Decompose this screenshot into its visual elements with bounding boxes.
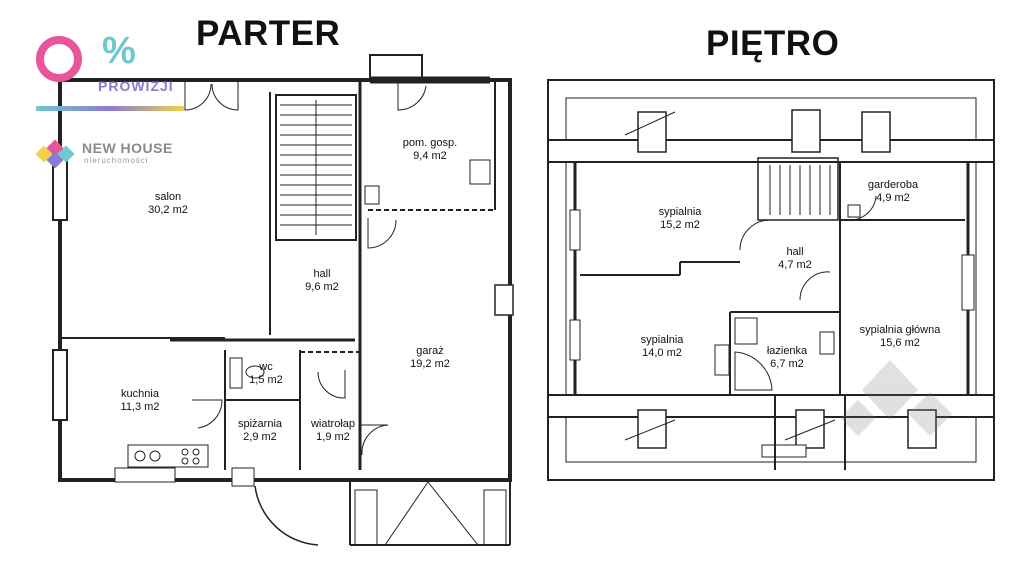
room-area-sypialnia-g-wna: 15,6 m2 xyxy=(880,337,920,349)
chimney-bump xyxy=(369,54,423,81)
room-area-pom-gosp-: 9,4 m2 xyxy=(413,150,447,162)
roof-outline xyxy=(547,79,995,481)
room-name--azienka: łazienka xyxy=(767,345,808,357)
window xyxy=(52,349,68,421)
ground-floor-heading: PARTER xyxy=(196,14,341,53)
room-name-garderoba: garderoba xyxy=(868,179,919,191)
watermark-logo xyxy=(840,360,952,436)
agency-name: NEW HOUSE xyxy=(82,140,173,156)
room-name-kuchnia: kuchnia xyxy=(121,388,160,400)
room-name-wiatro-ap: wiatrołap xyxy=(310,418,355,430)
room-name-pom-gosp-: pom. gosp. xyxy=(403,137,457,149)
ground-outer-wall xyxy=(58,78,512,482)
room-name-sypialnia: sypialnia xyxy=(641,334,685,346)
agency-tagline: nieruchomości xyxy=(84,156,149,165)
staircase xyxy=(275,94,357,241)
room-area-sypialnia: 14,0 m2 xyxy=(642,347,682,359)
room-area-salon: 30,2 m2 xyxy=(148,204,188,216)
room-area-wc: 1,5 m2 xyxy=(249,374,283,386)
promo-badge: % PROWIZJI xyxy=(36,30,186,126)
room-name-sypialnia: sypialnia xyxy=(659,206,703,218)
room-area-hall: 9,6 m2 xyxy=(305,281,339,293)
room-name-sypialnia-g-wna: sypialnia główna xyxy=(860,324,942,336)
promo-text: PROWIZJI xyxy=(98,78,174,94)
room-area-kuchnia: 11,3 m2 xyxy=(121,401,160,413)
window xyxy=(494,284,514,316)
room-name-hall: hall xyxy=(313,268,330,280)
room-area-wiatro-ap: 1,9 m2 xyxy=(316,431,350,443)
room-name-spi-arnia: spiżarnia xyxy=(238,418,283,430)
promo-underline xyxy=(36,106,184,111)
room-area-garderoba: 4,9 m2 xyxy=(876,192,910,204)
zero-ring-icon xyxy=(36,36,82,82)
room-area-spi-arnia: 2,9 m2 xyxy=(243,431,277,443)
room-name-hall: hall xyxy=(786,246,803,258)
upper-floor-plan xyxy=(547,79,995,481)
room-name-wc: wc xyxy=(258,361,273,373)
agency-logo: NEW HOUSE nieruchomości xyxy=(35,138,198,169)
room-name-gara-: garaż xyxy=(416,345,444,357)
room-name-salon: salon xyxy=(155,191,181,203)
upper-floor-heading: PIĘTRO xyxy=(706,24,840,63)
room-area--azienka: 6,7 m2 xyxy=(770,358,804,370)
room-area-gara-: 19,2 m2 xyxy=(410,358,450,370)
cubes-icon xyxy=(35,139,75,169)
room-area-hall: 4,7 m2 xyxy=(778,259,812,271)
promo-percent: % xyxy=(102,30,136,72)
ground-floor-plan xyxy=(52,54,514,546)
room-area-sypialnia: 15,2 m2 xyxy=(660,219,700,231)
